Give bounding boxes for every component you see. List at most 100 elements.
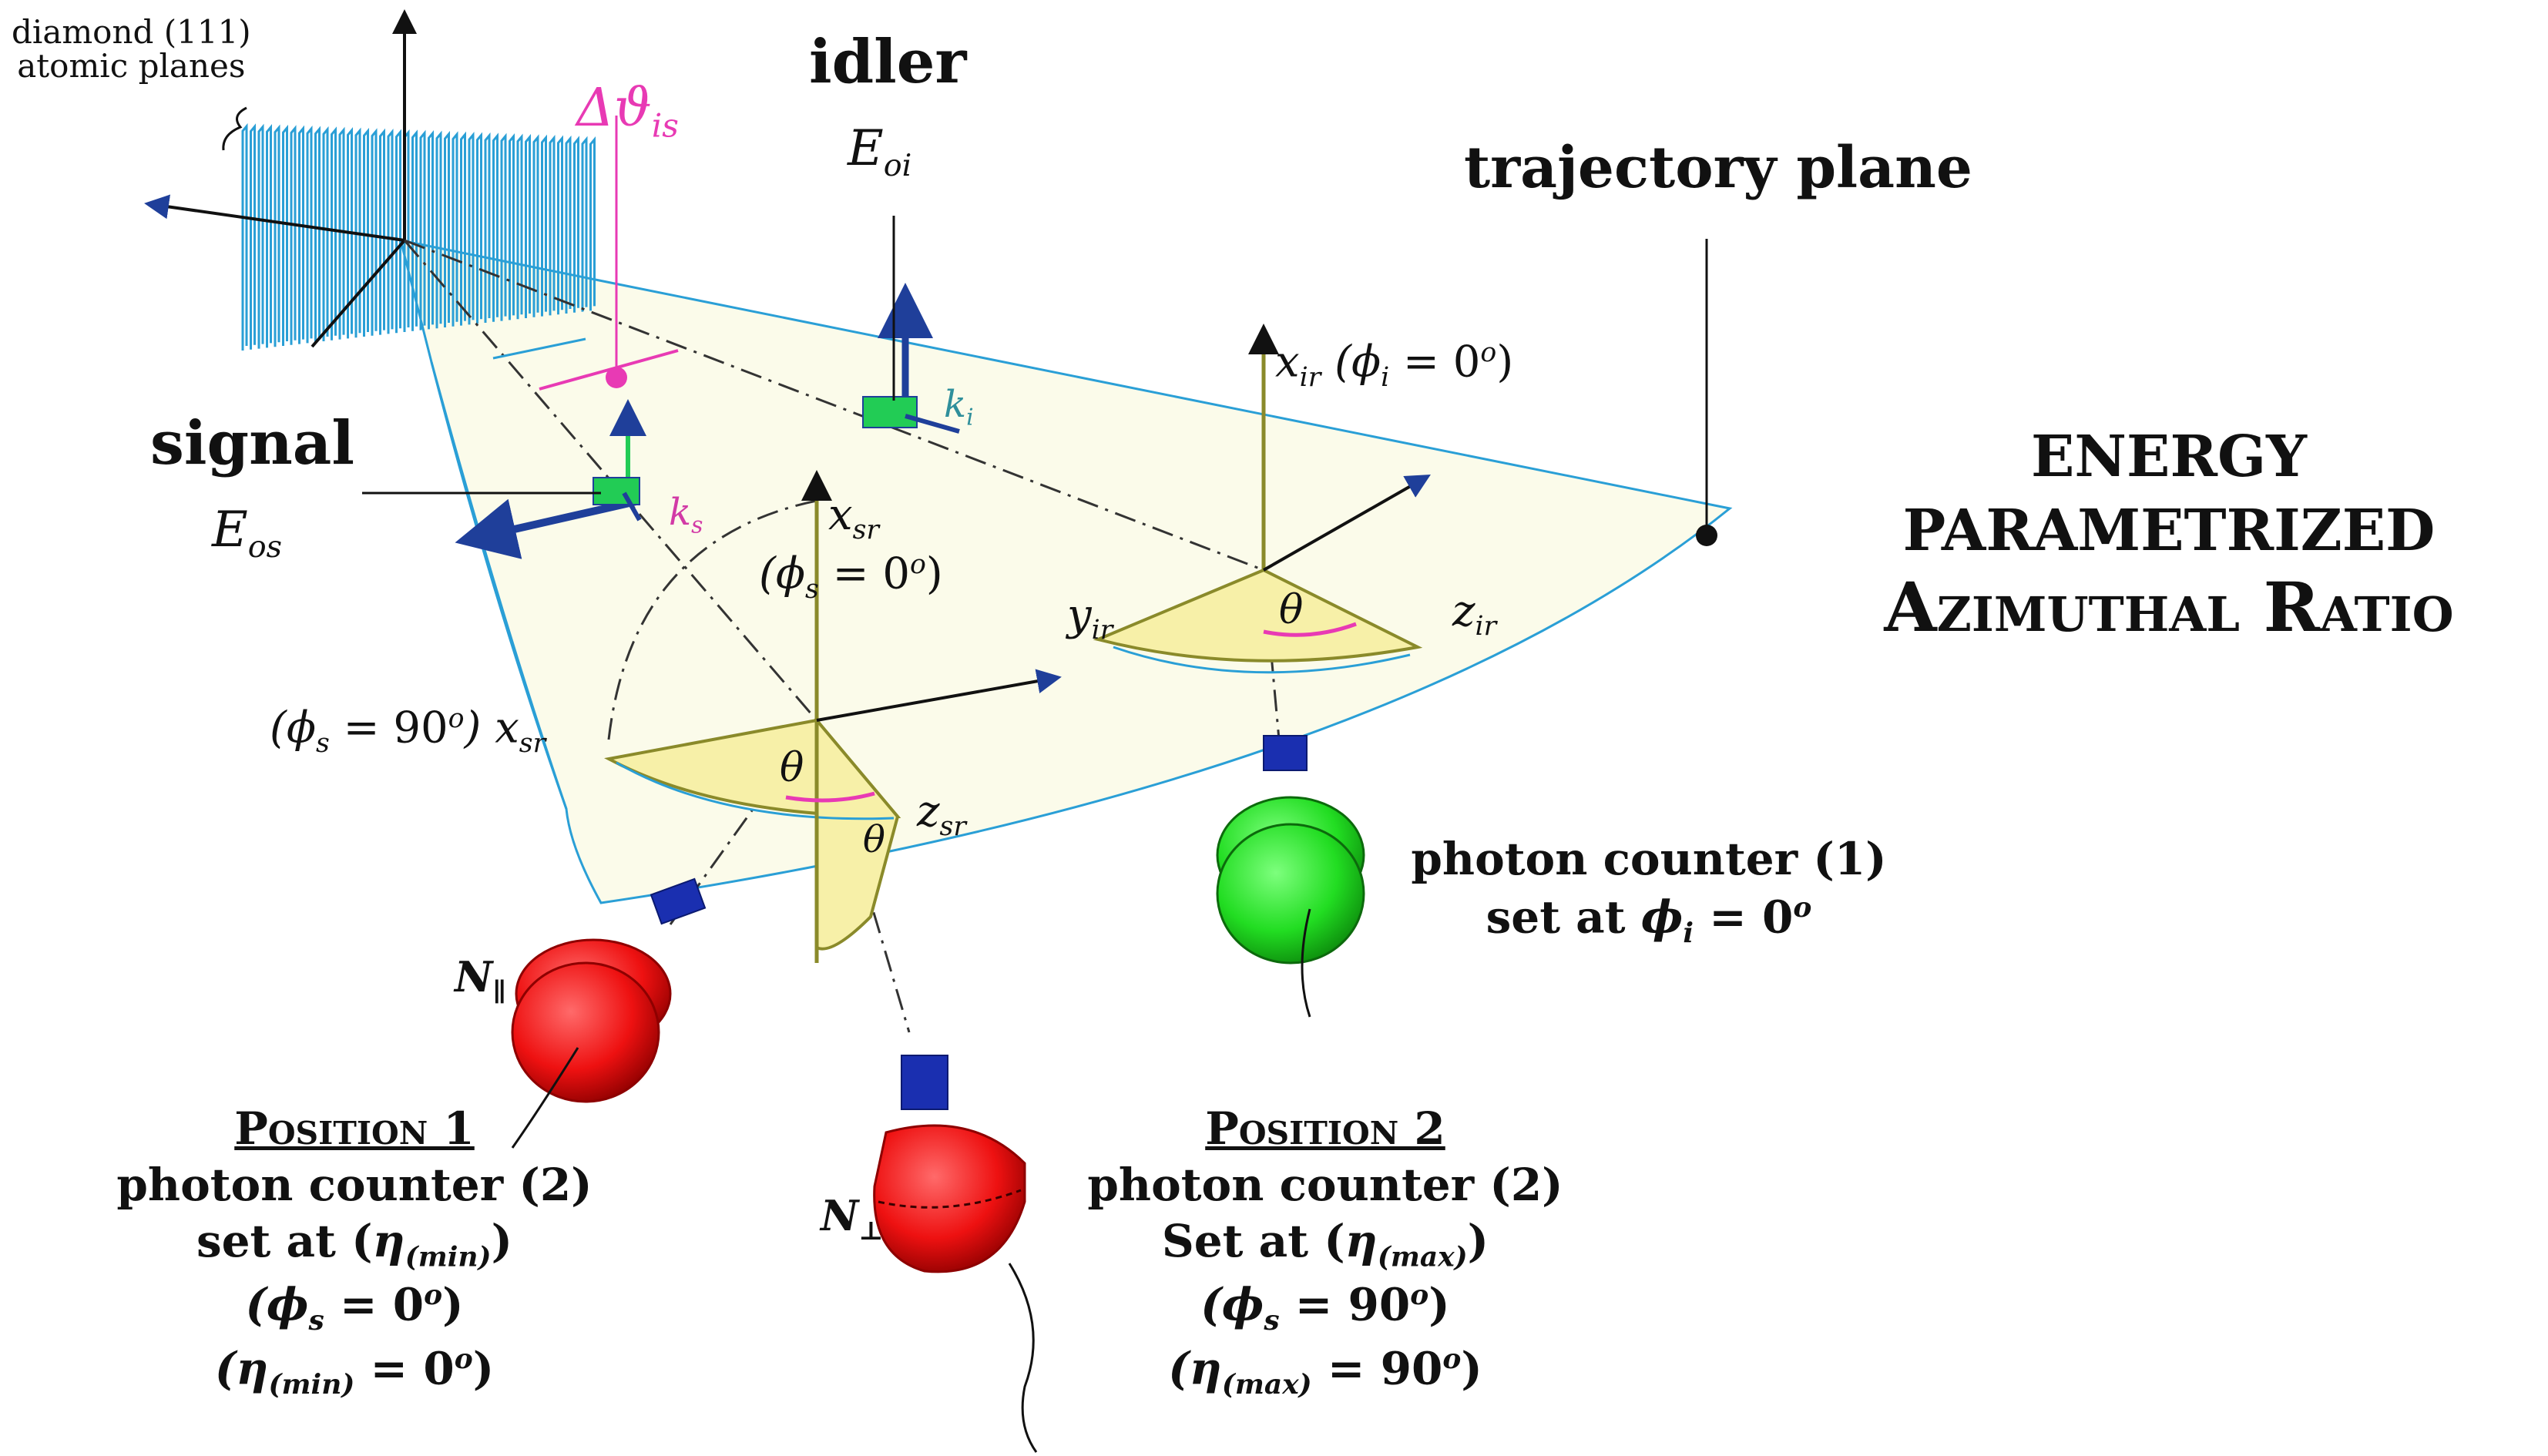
position-2-label: Position 2 photon counter (2) Set at (η(… — [1048, 1105, 1603, 1399]
pos2-eta-max-subscript: (max) — [1221, 1367, 1312, 1401]
x-sr-symbol: x — [828, 490, 853, 540]
crystal-plane-line — [411, 129, 418, 331]
photon-counter-2-pos2-shape — [873, 1124, 1038, 1453]
theta-label-idler: θ — [1279, 587, 1304, 633]
pos2-eta-max: (η — [1168, 1342, 1222, 1395]
pos2-title: Position 2 — [1205, 1102, 1445, 1155]
crystal-plane-line — [290, 125, 297, 345]
pos1-eta: η — [372, 1214, 405, 1267]
crystal-plane-line — [541, 134, 547, 317]
z-ir-label: zir — [1452, 589, 1496, 641]
crystal-plane-line — [266, 124, 272, 348]
x-ir-label: xir (ϕi = 0o) — [1275, 339, 1513, 391]
pos2-line3: Set at (η(max)) — [1048, 1217, 1603, 1273]
pos2-line2: photon counter (2) — [1087, 1158, 1563, 1211]
crystal-axes — [144, 9, 417, 348]
phi-s-0-symbol: (ϕ — [759, 549, 806, 599]
delta-theta-marker — [492, 116, 679, 391]
crystal-plane-line — [250, 123, 256, 350]
crystal-plane-line — [460, 131, 466, 326]
crystal-plane-line — [549, 135, 556, 316]
pos1-phi-value: = 0 — [324, 1278, 425, 1331]
crystal-plane-line — [500, 133, 507, 321]
pos2-phi-degree: o — [1410, 1279, 1429, 1312]
signal-frame — [604, 470, 1062, 963]
crystal-plane-line — [428, 130, 434, 330]
pos2-line5: (η(max) = 90o) — [1048, 1342, 1603, 1401]
crystal-plane-line — [444, 130, 450, 327]
diamond-label: diamond (111) atomic planes — [12, 15, 251, 83]
photon-counter-1-shape — [1216, 796, 1365, 1018]
crystal-plane-line — [298, 125, 304, 344]
signal-energy-symbol: E — [212, 502, 248, 559]
pos1-phi-degree: o — [424, 1279, 443, 1312]
crystal-plane-line — [241, 122, 248, 351]
x-sr-subscript: sr — [852, 515, 880, 546]
delta-theta-subscript: is — [651, 106, 679, 145]
signal-energy: Eos — [212, 502, 282, 565]
crystal-plane-line — [557, 135, 563, 315]
phi-s-0-close: ) — [925, 549, 943, 599]
pos2-eta-max-degree: o — [1442, 1342, 1462, 1375]
crystal-plane-line — [331, 126, 337, 341]
theta-label-signal-1: θ — [780, 745, 804, 791]
crystal-plane-line — [314, 126, 321, 343]
pos1-eta-min-close: ) — [472, 1342, 495, 1395]
pos1-line5: (η(min) = 0o) — [62, 1342, 647, 1400]
n-perp-symbol: N — [821, 1191, 859, 1240]
idler-energy-subscript: oi — [883, 147, 912, 183]
pos1-phi-close: ) — [442, 1278, 464, 1331]
pos2-eta-max-value: = 90 — [1311, 1342, 1443, 1395]
theta-label-signal-2: θ — [863, 818, 885, 861]
phi-s-0-label: (ϕs = 0o) — [759, 551, 943, 603]
idler-vector — [862, 283, 960, 434]
z-sr-label: zsr — [917, 789, 966, 841]
pos2-phi-close: ) — [1428, 1278, 1450, 1331]
diagram-title: ENERGY PARAMETRIZED Azimuthal Ratio — [1795, 424, 2543, 642]
phi-s-0-value: = 0 — [818, 549, 911, 599]
signal-vector — [455, 399, 646, 559]
signal-energy-subscript: os — [247, 528, 282, 565]
k-s-label: ks — [669, 493, 703, 538]
pos1-eta-subscript: (min) — [405, 1240, 492, 1273]
crystal-plane-line — [573, 136, 579, 313]
pos2-eta-subscript: (max) — [1377, 1240, 1468, 1273]
k-i-symbol: k — [944, 383, 967, 426]
crystal-plane-line — [282, 124, 288, 346]
idler-frame — [1093, 324, 1431, 674]
pos1-line3: set at (η(min)) — [62, 1214, 647, 1273]
crystal-plane-line — [589, 136, 596, 311]
counter1-line2: set at ϕi = 0o — [1379, 891, 1919, 948]
x-sr-label: xsr — [828, 490, 880, 546]
pos2-phi: (ϕ — [1200, 1278, 1264, 1331]
crystal-plane-line — [274, 124, 280, 347]
phi-s-0-subscript: s — [805, 573, 819, 605]
pos1-title: Position 1 — [234, 1102, 475, 1155]
phi-s-90-label: (ϕs = 90o) xsr — [270, 705, 546, 757]
y-ir-symbol: y — [1067, 590, 1092, 640]
crystal-plane-line — [452, 131, 458, 327]
k-i-subscript: i — [966, 404, 974, 431]
x-ir-cond: (ϕ — [1334, 337, 1381, 387]
crystal-plane-line — [476, 132, 482, 324]
pos2-phi-value: = 90 — [1279, 1278, 1411, 1331]
pos1-eta-min-degree: o — [454, 1342, 473, 1375]
crystal-plane-line — [509, 133, 515, 320]
title-line1: ENERGY — [2031, 424, 2307, 490]
crystal-plane-line — [354, 127, 361, 338]
crystal-plane-line — [379, 128, 385, 335]
delta-theta-symbol: Δϑ — [576, 78, 652, 139]
pos2-eta-max-close: ) — [1461, 1342, 1482, 1395]
crystal-plane-line — [435, 130, 442, 329]
crystal-plane-line — [257, 123, 264, 349]
crystal-plane-line — [532, 134, 539, 317]
pos1-phi: (ϕ — [245, 1278, 309, 1331]
crystal-plane-line — [581, 136, 588, 312]
pos1-line2: photon counter (2) — [116, 1158, 593, 1211]
counter1-degree: o — [1793, 891, 1812, 924]
phi-s-90-close: ) x — [464, 703, 519, 753]
pos1-line4: (ϕs = 0o) — [62, 1278, 647, 1336]
k-s-subscript: s — [691, 512, 703, 539]
counter1-phi: ϕ — [1640, 891, 1684, 944]
